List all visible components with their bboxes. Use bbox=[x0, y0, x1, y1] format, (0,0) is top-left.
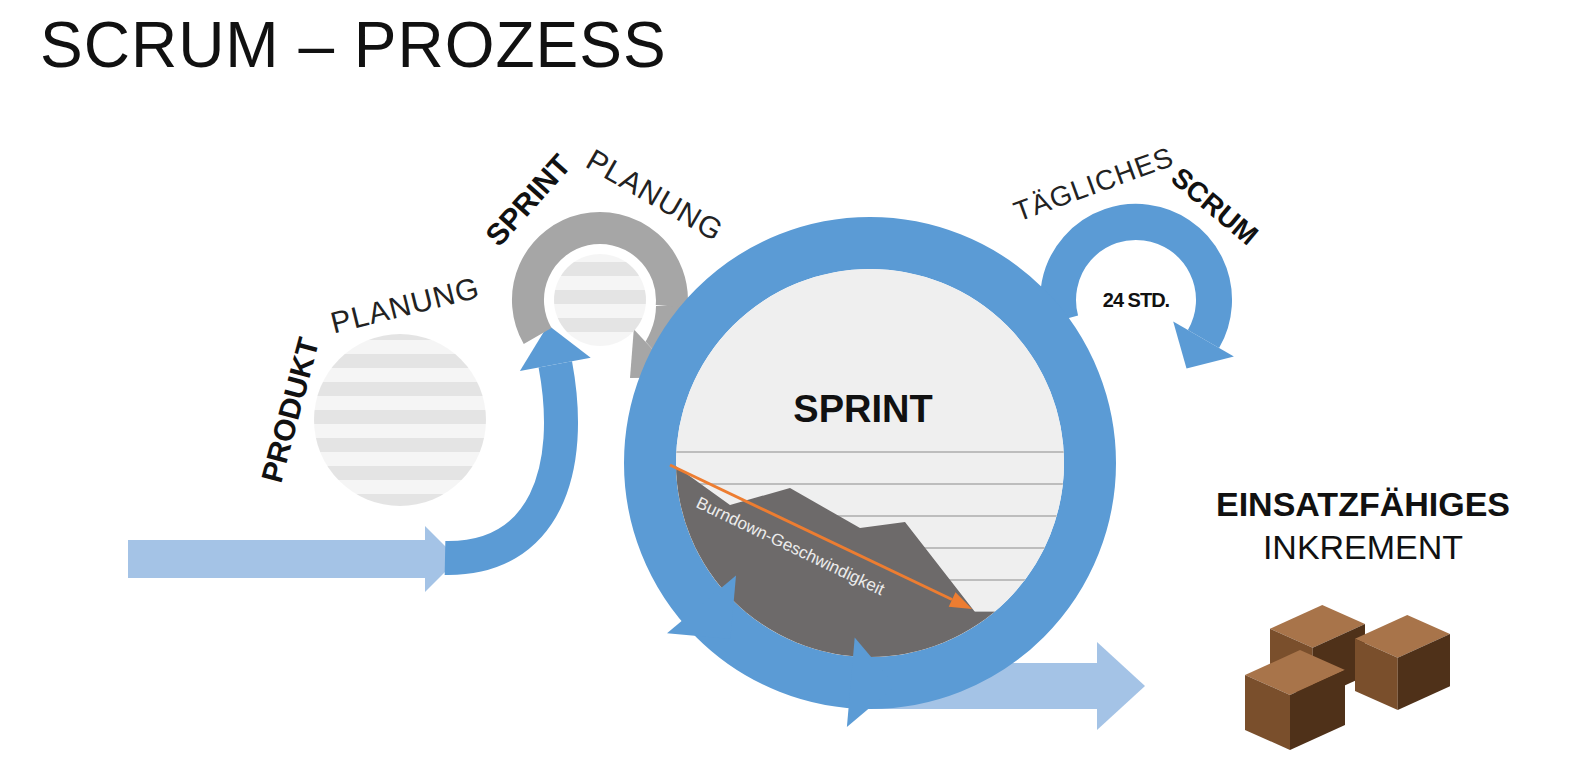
daily-loop-arrow-line bbox=[1058, 222, 1214, 339]
product-planning-circle: PRODUKTPLANUNG bbox=[265, 270, 495, 530]
diagram-title: SCRUM – PROZESS bbox=[40, 8, 667, 82]
node-heading: INKREMENT bbox=[1263, 529, 1463, 566]
drawing-polygon bbox=[1245, 675, 1290, 750]
node-heading: SCRUM bbox=[1165, 162, 1263, 252]
ring-arrow-head bbox=[847, 637, 896, 727]
burndown-trend-head bbox=[949, 592, 972, 609]
ring-arrow-head bbox=[667, 576, 736, 639]
sprint-title: SPRINT bbox=[793, 389, 932, 431]
arrow-head bbox=[1097, 642, 1145, 730]
drawing-line bbox=[650, 451, 1090, 453]
planning-ring bbox=[528, 228, 672, 336]
node-heading: EINSATZFÄHIGES bbox=[1216, 486, 1510, 523]
sprint-circle: SPRINTBurndown-Geschwindigkeit bbox=[610, 205, 1130, 725]
drawing-polygon bbox=[1355, 639, 1398, 710]
duration-label: 24 STD. bbox=[1103, 289, 1169, 311]
drawing-line bbox=[650, 483, 1090, 485]
entry-arrow-band bbox=[128, 540, 426, 578]
drawing-polygon bbox=[1290, 670, 1345, 750]
sprint-backlog-circle bbox=[554, 254, 646, 346]
arrow-head bbox=[1173, 322, 1234, 369]
backlog-circle bbox=[314, 334, 486, 506]
increment-cube bbox=[1245, 650, 1345, 750]
increment-group: EINSATZFÄHIGES INKREMENT bbox=[1190, 480, 1530, 750]
daily-scrum-loop: TÄGLICHESSCRUM24 STD. bbox=[1000, 150, 1280, 370]
sprint-circle-shape bbox=[610, 205, 1130, 725]
drawing-polygon bbox=[1398, 634, 1450, 710]
burndown-trend bbox=[670, 465, 952, 600]
node-heading: PLANUNG bbox=[327, 271, 483, 340]
increment-cube bbox=[1355, 615, 1450, 710]
node-heading: TÄGLICHES bbox=[1010, 142, 1178, 228]
